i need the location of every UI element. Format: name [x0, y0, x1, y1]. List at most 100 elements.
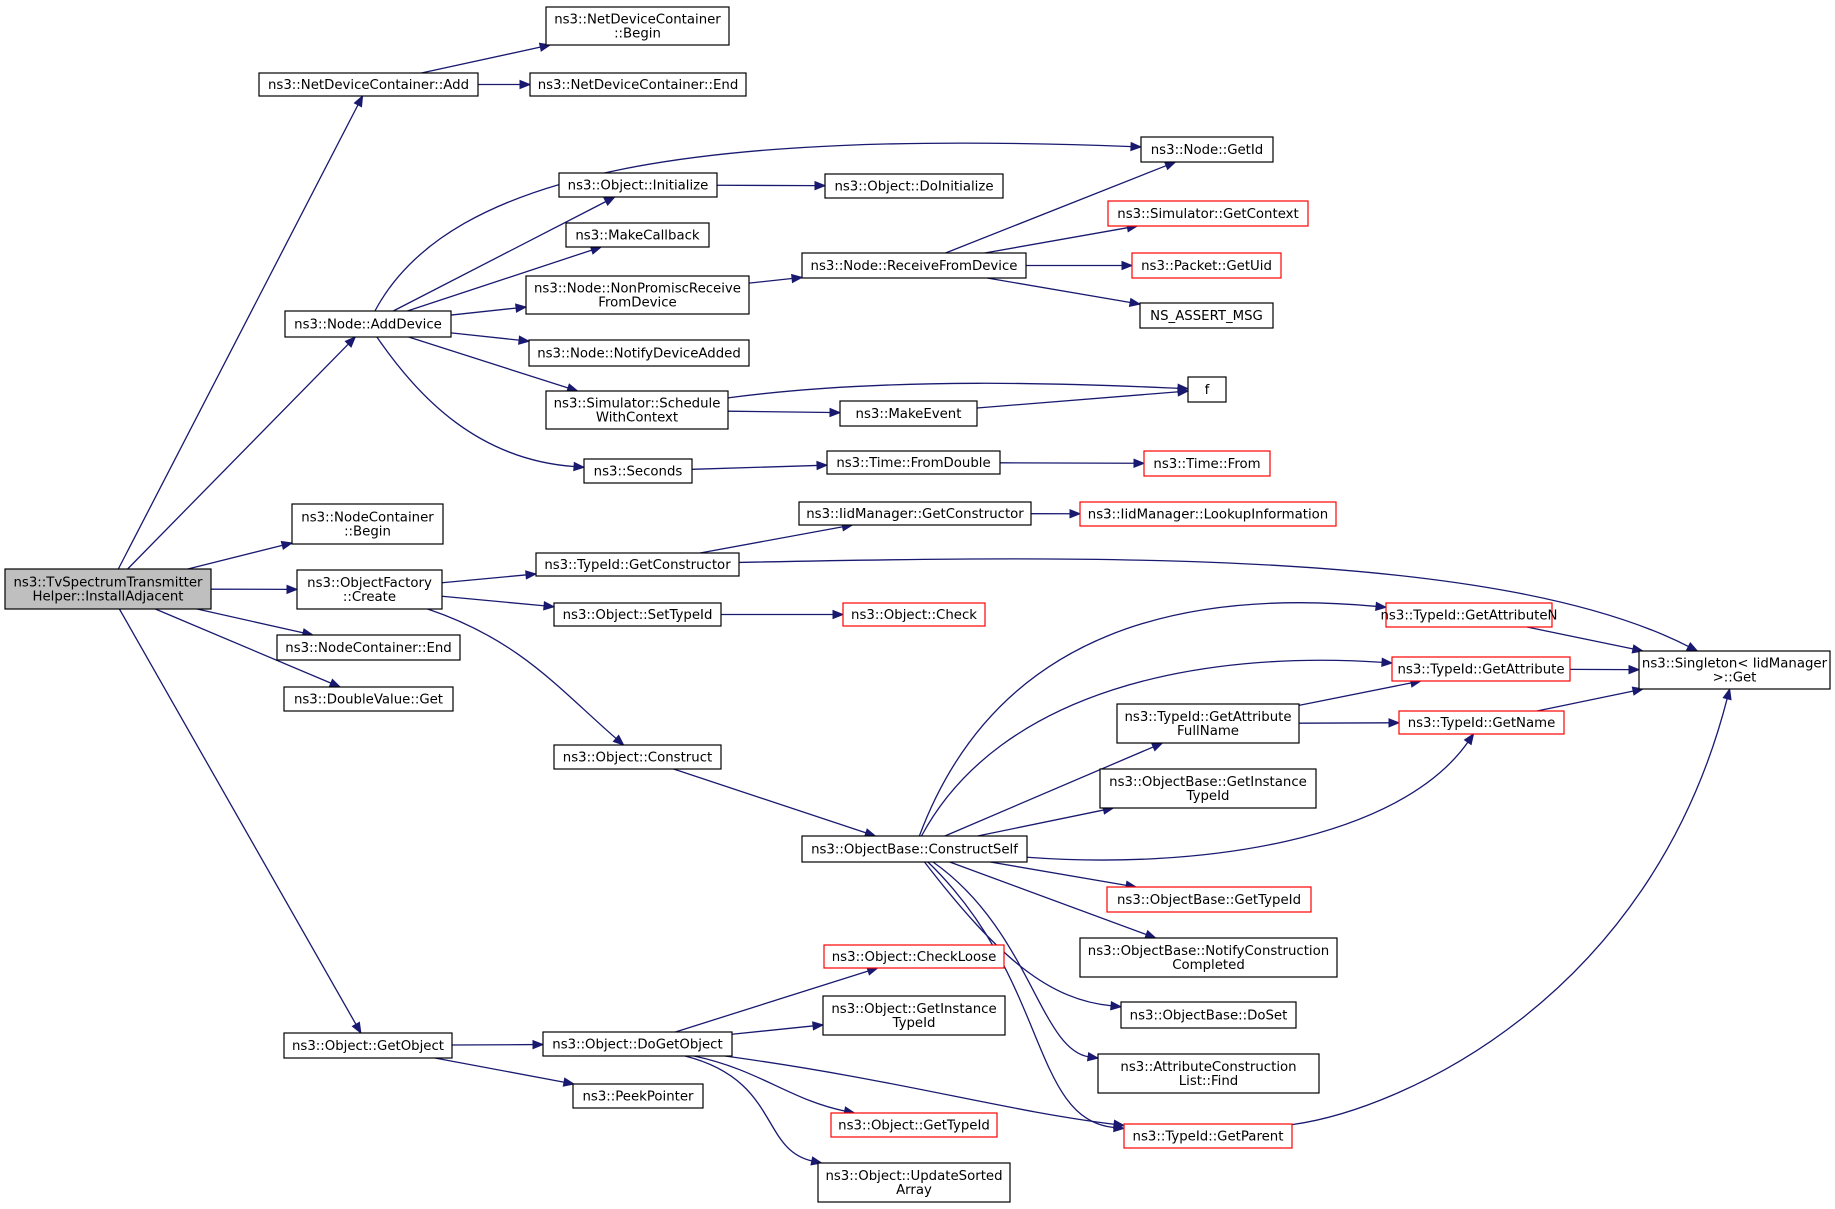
node-label: f — [1205, 383, 1210, 398]
node-obj-settypeid[interactable]: ns3::Object::SetTypeId — [553, 602, 722, 627]
node-typeid-getname[interactable]: ns3::TypeId::GetName — [1398, 710, 1565, 735]
node-iid-getconstructor[interactable]: ns3::IidManager::GetConstructor — [798, 501, 1032, 526]
edge-objfactory-create-to-obj-construct — [427, 608, 625, 746]
node-node-adddevice[interactable]: ns3::Node::AddDevice — [284, 310, 452, 338]
node-obj-gettypeid[interactable]: ns3::Object::GetTypeId — [830, 1112, 998, 1138]
edge-node-adddevice-to-node-getid — [374, 141, 1143, 312]
node-label: ns3::ObjectFactory — [307, 576, 432, 591]
node-typeid-getparent[interactable]: ns3::TypeId::GetParent — [1123, 1123, 1293, 1149]
node-sim-getcontext[interactable]: ns3::Simulator::GetContext — [1107, 200, 1309, 227]
node-label: ns3::Time::From — [1153, 457, 1260, 472]
node-label: ns3::TypeId::GetConstructor — [544, 558, 731, 573]
node-label: ns3::MakeCallback — [575, 229, 700, 244]
node-objbase-constructself[interactable]: ns3::ObjectBase::ConstructSelf — [801, 835, 1028, 863]
edge-obj-getobject-to-peekpointer — [434, 1057, 576, 1087]
edge-obj-dogetobject-to-obj-updatesortedarray — [684, 1055, 823, 1166]
node-typeid-getconstructor[interactable]: ns3::TypeId::GetConstructor — [535, 552, 740, 577]
node-obj-checkloose[interactable]: ns3::Object::CheckLoose — [823, 944, 1005, 969]
node-box — [528, 339, 750, 367]
node-node-getid[interactable]: ns3::Node::GetId — [1140, 136, 1274, 163]
node-makecallback[interactable]: ns3::MakeCallback — [565, 222, 710, 248]
node-box — [842, 602, 986, 627]
node-box — [529, 72, 747, 97]
edge-sim-schedulewithcontext-to-f — [727, 382, 1190, 399]
arrowhead — [344, 336, 357, 348]
node-box — [801, 252, 1027, 279]
node-obj-dogetobject[interactable]: ns3::Object::DoGetObject — [542, 1031, 733, 1057]
node-doublevalue-get[interactable]: ns3::DoubleValue::Get — [283, 686, 454, 712]
node-box — [572, 1083, 704, 1109]
node-label: ns3::NetDeviceContainer — [554, 13, 721, 28]
node-label: ns3::MakeEvent — [856, 407, 962, 422]
node-singleton-get[interactable]: ns3::Singleton< IidManager>::Get — [1638, 650, 1831, 690]
node-packet-getuid[interactable]: ns3::Packet::GetUid — [1131, 252, 1282, 279]
arrowhead — [1388, 718, 1401, 728]
edge-node-adddevice-to-node-nonpromisc — [450, 303, 528, 316]
edge-typeid-getparent-to-singleton-get — [1291, 687, 1732, 1126]
node-typeid-getattribute[interactable]: ns3::TypeId::GetAttribute — [1391, 656, 1571, 682]
arrowhead — [1381, 657, 1394, 668]
node-label: ns3::Object::SetTypeId — [563, 608, 713, 623]
node-obj-construct[interactable]: ns3::Object::Construct — [553, 744, 722, 770]
node-objfactory-create[interactable]: ns3::ObjectFactory::Create — [296, 569, 443, 610]
node-box — [535, 552, 740, 577]
node-node-receivefromdevice[interactable]: ns3::Node::ReceiveFromDevice — [801, 252, 1027, 279]
node-typeid-getattributen[interactable]: ns3::TypeId::GetAttributeN — [1381, 602, 1558, 628]
node-time-from[interactable]: ns3::Time::From — [1143, 450, 1271, 477]
node-ndc-add[interactable]: ns3::NetDeviceContainer::Add — [258, 72, 479, 97]
node-time-fromdouble[interactable]: ns3::Time::FromDouble — [826, 450, 1001, 475]
node-box — [830, 1112, 998, 1138]
arrowhead — [328, 678, 342, 688]
node-obj-doinitialize[interactable]: ns3::Object::DoInitialize — [824, 173, 1004, 199]
edge-obj-initialize-to-obj-doinitialize — [716, 180, 827, 191]
node-label: ns3::Object::GetInstance — [831, 1002, 996, 1017]
node-objbase-doset[interactable]: ns3::ObjectBase::DoSet — [1120, 1001, 1297, 1029]
node-nc-begin[interactable]: ns3::NodeContainer::Begin — [291, 503, 444, 545]
node-ndc-end[interactable]: ns3::NetDeviceContainer::End — [529, 72, 747, 97]
node-box — [558, 172, 718, 198]
node-node-notifydeviceadded[interactable]: ns3::Node::NotifyDeviceAdded — [528, 339, 750, 367]
node-root[interactable]: ns3::TvSpectrumTransmitterHelper::Instal… — [4, 568, 212, 610]
node-objbase-notifyconstruction[interactable]: ns3::ObjectBase::NotifyConstructionCompl… — [1079, 937, 1338, 978]
node-box — [291, 503, 444, 545]
node-iid-lookupinfo[interactable]: ns3::IidManager::LookupInformation — [1079, 501, 1337, 527]
node-nc-end[interactable]: ns3::NodeContainer::End — [276, 634, 461, 661]
node-seconds[interactable]: ns3::Seconds — [583, 458, 693, 484]
node-objbase-gettypeid[interactable]: ns3::ObjectBase::GetTypeId — [1106, 886, 1312, 913]
node-obj-initialize[interactable]: ns3::Object::Initialize — [558, 172, 718, 198]
node-label: NS_ASSERT_MSG — [1150, 309, 1263, 324]
node-obj-getobject[interactable]: ns3::Object::GetObject — [283, 1032, 453, 1059]
edge-obj-construct-to-objbase-constructself — [673, 768, 877, 838]
edge-objbase-constructself-to-typeid-getattribute — [920, 657, 1394, 837]
node-box — [525, 275, 750, 315]
node-box — [1079, 501, 1337, 527]
arrowhead — [351, 1021, 362, 1035]
node-box — [1638, 650, 1831, 690]
node-peekpointer[interactable]: ns3::PeekPointer — [572, 1083, 704, 1109]
node-obj-check[interactable]: ns3::Object::Check — [842, 602, 986, 627]
node-f[interactable]: f — [1187, 376, 1227, 403]
edge-makeevent-to-f — [976, 387, 1190, 409]
node-label: ns3::Seconds — [594, 465, 683, 480]
arrowhead — [286, 584, 299, 595]
node-makeevent[interactable]: ns3::MakeEvent — [839, 400, 978, 427]
arrowhead — [519, 79, 532, 90]
node-label: ns3::TypeId::GetAttributeN — [1381, 609, 1558, 624]
node-box — [542, 1031, 733, 1057]
node-ns-assert-msg[interactable]: NS_ASSERT_MSG — [1139, 302, 1274, 329]
edge-root-to-nc-begin — [187, 540, 294, 570]
node-ndc-begin[interactable]: ns3::NetDeviceContainer::Begin — [545, 6, 730, 46]
node-label: ns3::PeekPointer — [582, 1090, 694, 1105]
arrowhead — [1128, 297, 1142, 308]
node-label: ns3::IidManager::GetConstructor — [806, 507, 1024, 522]
node-box — [1131, 252, 1282, 279]
node-box — [1140, 136, 1274, 163]
